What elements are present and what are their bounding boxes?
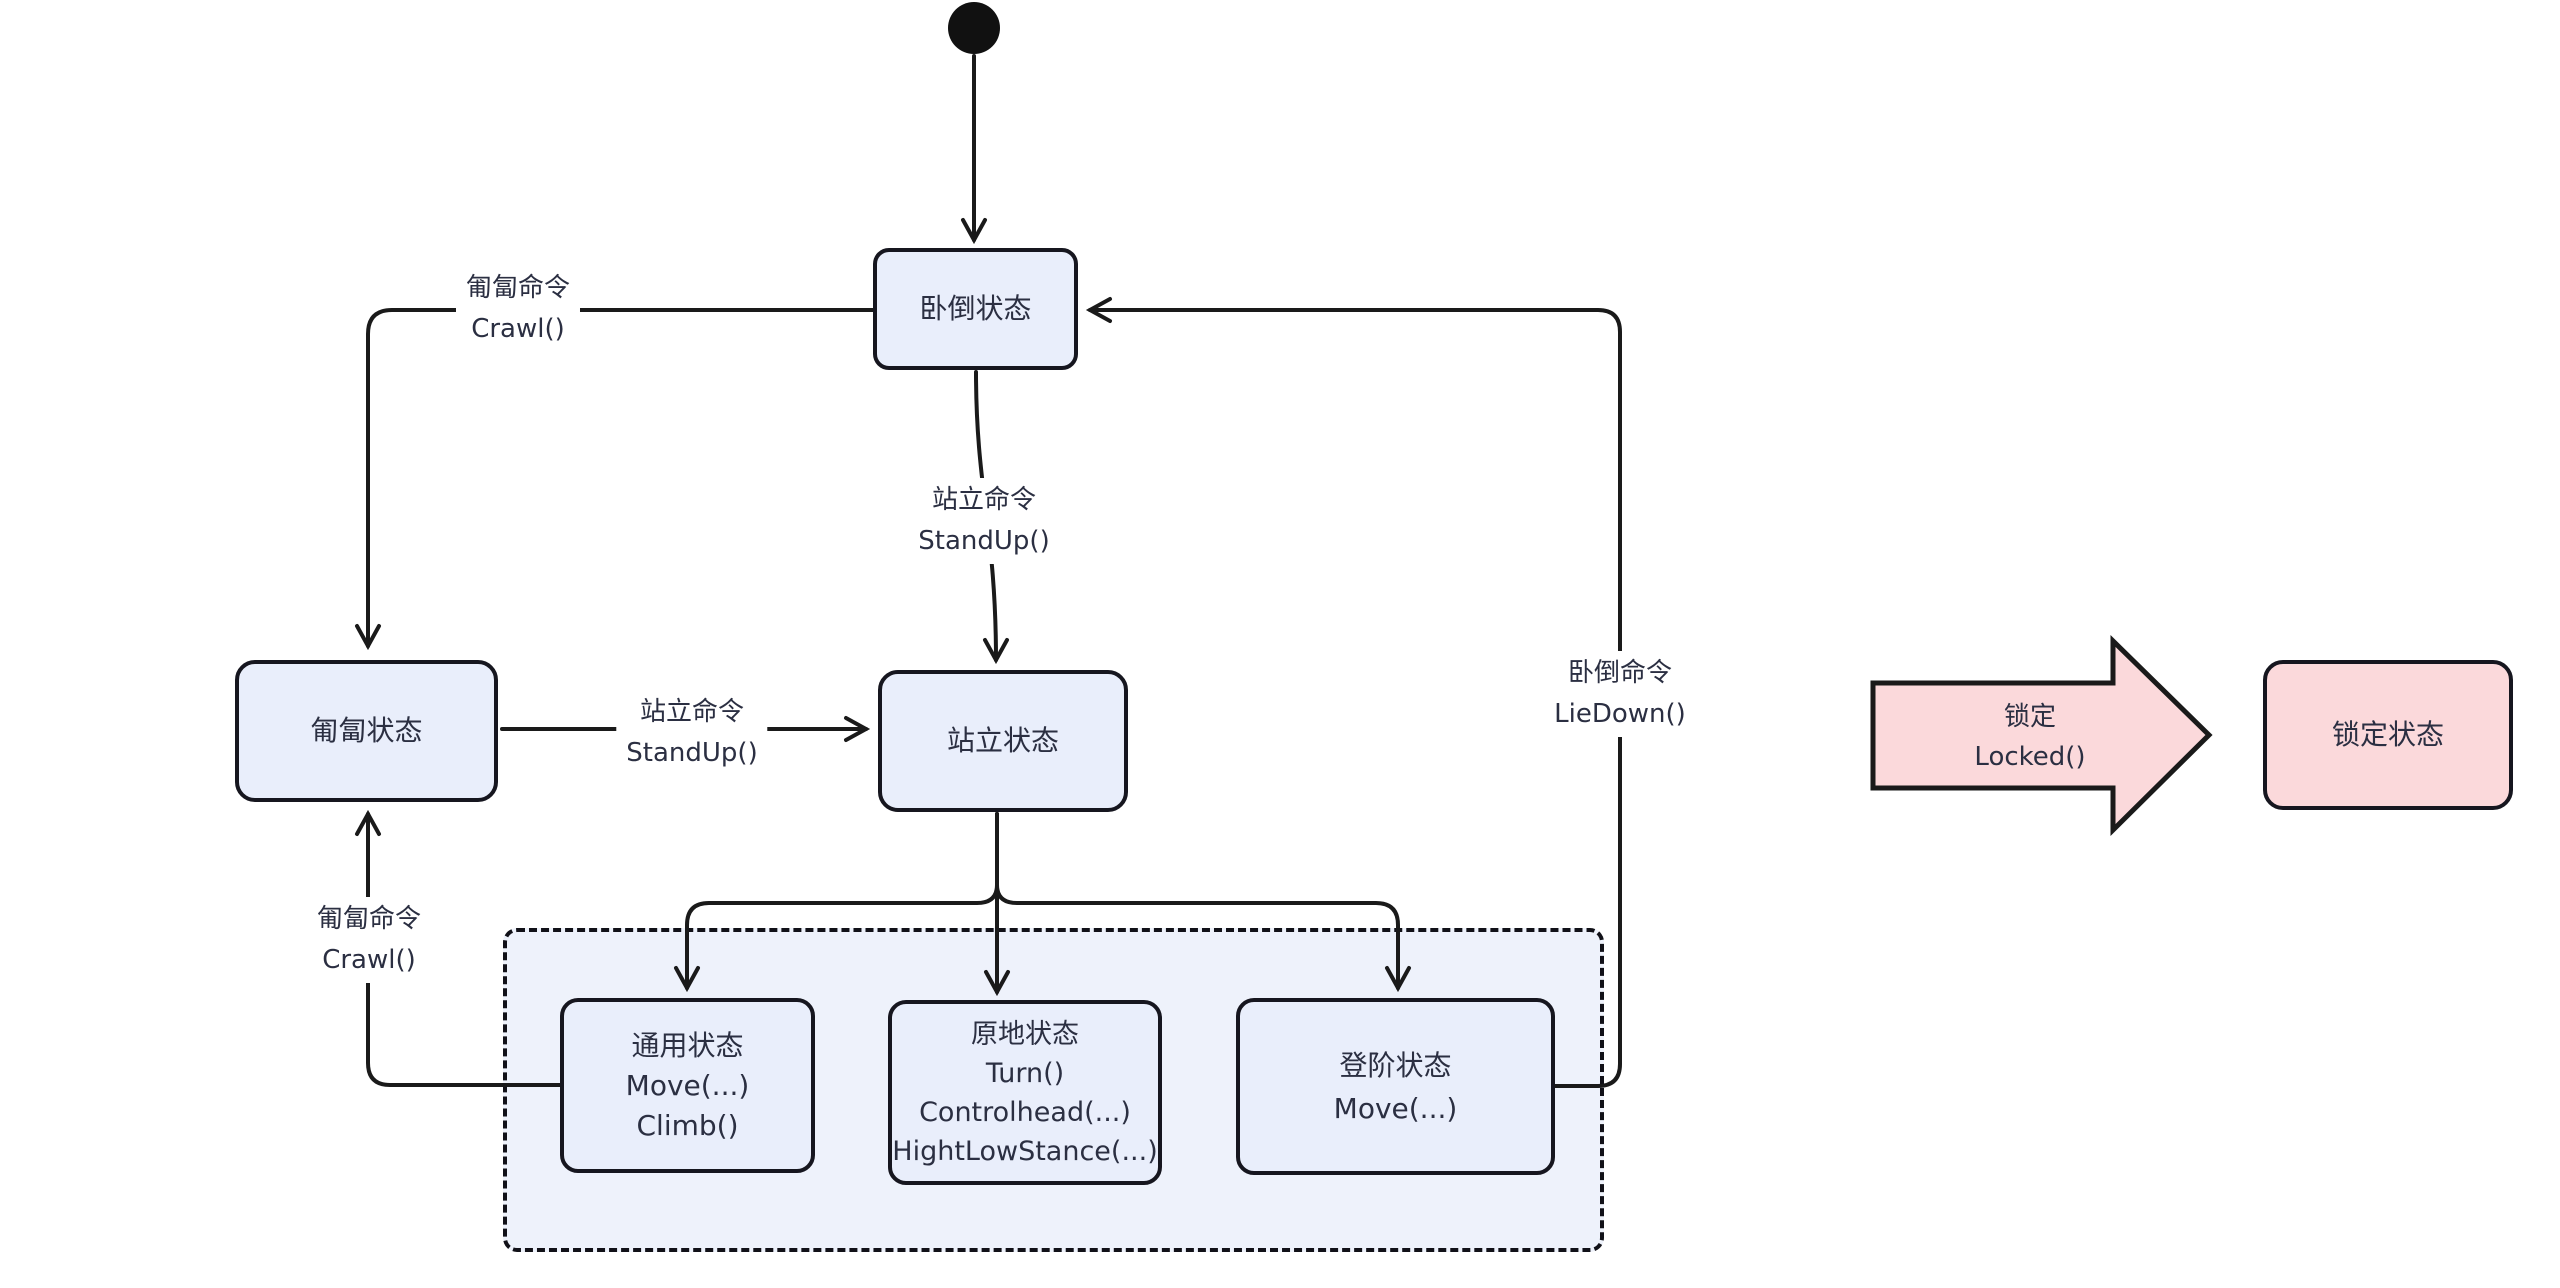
edge-label-line: LieDown(): [1554, 699, 1686, 729]
state-node-lie-down: 卧倒状态: [873, 248, 1078, 370]
edge-label-crawl-command-bottom: 匍匐命令 Crawl(): [306, 897, 432, 983]
state-label: 通用状态: [631, 1028, 744, 1062]
edge-label-locked-command: 锁定 Locked(): [1964, 695, 2095, 779]
state-label: 卧倒状态: [919, 292, 1032, 325]
state-method: Move(...): [1333, 1091, 1458, 1125]
edge-stand-to-general: [674, 812, 999, 993]
state-label: 锁定状态: [2331, 718, 2444, 751]
edge-label-line: StandUp(): [626, 738, 758, 768]
state-method: Controlhead(...): [919, 1096, 1131, 1128]
edge-label-standup-command-mid: 站立命令 StandUp(): [908, 478, 1060, 564]
edge-label-line: Crawl(): [322, 945, 416, 975]
state-node-stand: 站立状态: [878, 670, 1128, 812]
edge-label-line: Crawl(): [471, 314, 565, 344]
state-node-crawl: 匍匐状态: [235, 660, 498, 802]
state-node-locked: 锁定状态: [2263, 660, 2513, 810]
state-method: Climb(): [636, 1108, 739, 1142]
edge-label-line: 站立命令: [639, 697, 744, 727]
edge-general-to-crawl: [355, 809, 562, 1087]
edge-label-line: StandUp(): [918, 526, 1050, 556]
edge-label-line: 锁定: [2003, 702, 2056, 732]
edge-label-line: 站立命令: [931, 485, 1036, 515]
state-method: Turn(): [985, 1057, 1065, 1089]
state-method: Move(...): [625, 1068, 750, 1102]
locked-transition-block-arrow: [1870, 635, 2213, 836]
state-label: 登阶状态: [1339, 1048, 1452, 1082]
edge-label-line: 匍匐命令: [316, 904, 422, 934]
edge-label-crawl-command-top: 匍匐命令 Crawl(): [455, 266, 581, 352]
edge-stairs-to-liedown: [1085, 297, 1622, 1088]
state-label: 匍匐状态: [310, 714, 423, 747]
edge-liedown-to-crawl: [355, 308, 875, 651]
state-label: 原地状态: [971, 1018, 1079, 1050]
initial-state-node: [948, 2, 1000, 54]
edge-label-line: 匍匐命令: [465, 273, 571, 303]
state-node-in-place: 原地状态 Turn() Controlhead(...) HightLowSta…: [888, 1000, 1162, 1185]
edge-label-line: Locked(): [1974, 742, 2086, 772]
state-method: HightLowStance(...): [892, 1135, 1158, 1167]
edge-label-standup-command-left: 站立命令 StandUp(): [616, 690, 768, 776]
edge-label-line: 卧倒命令: [1567, 658, 1673, 688]
edge-label-liedown-command-right: 卧倒命令 LieDown(): [1544, 651, 1696, 737]
state-label: 站立状态: [946, 724, 1059, 757]
state-node-general: 通用状态 Move(...) Climb(): [560, 998, 815, 1173]
state-node-stairs: 登阶状态 Move(...): [1236, 998, 1555, 1175]
edge-stand-to-stairs: [995, 812, 1411, 993]
